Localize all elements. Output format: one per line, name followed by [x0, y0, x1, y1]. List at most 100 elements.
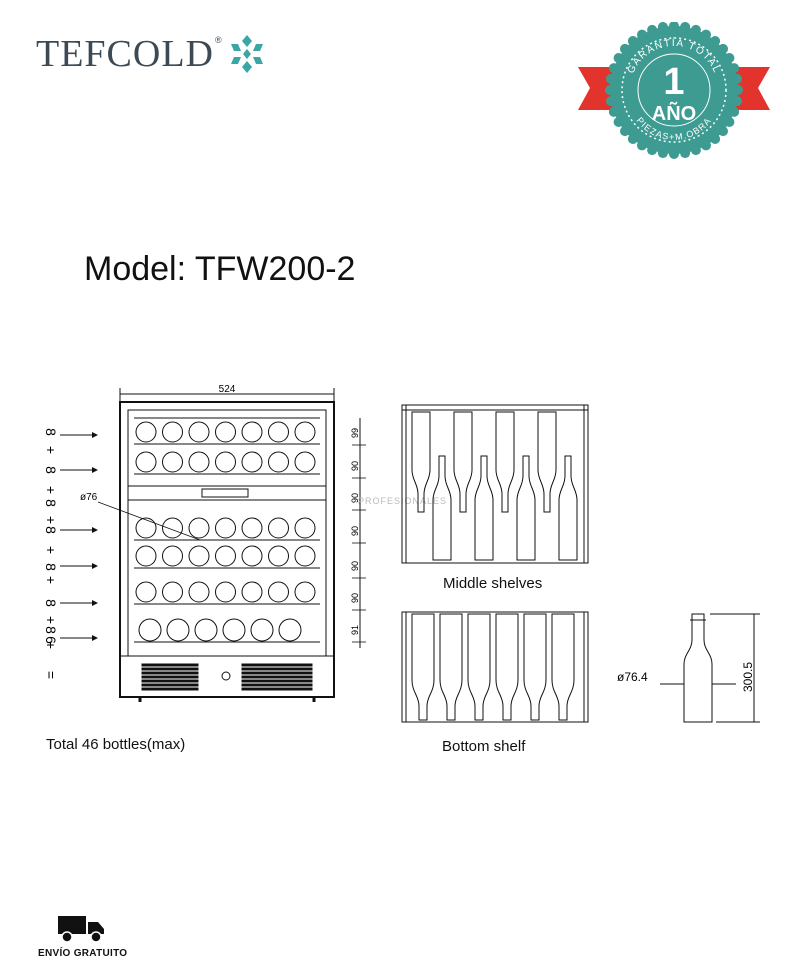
bottle-end — [215, 421, 236, 443]
bottle-diameter-label: ø76.4 — [617, 670, 648, 684]
shelf-height-label: 90 — [350, 493, 360, 503]
middle-shelves-caption: Middle shelves — [443, 575, 543, 592]
shelf-height-label: 91 — [350, 625, 360, 635]
bottle-end — [162, 581, 183, 603]
bottle-end — [188, 581, 210, 603]
row-formula-symbol: 6 — [43, 636, 59, 644]
bottle-end — [162, 421, 183, 443]
bottle-end — [215, 581, 236, 603]
row-formula-symbol: 8 — [43, 563, 59, 571]
bottle-end — [241, 451, 263, 473]
badge-number: 1 — [663, 61, 684, 103]
row-formula-symbol: + — [43, 641, 59, 649]
bottle-outline — [495, 613, 519, 721]
bottom-shelf-drawing — [401, 611, 589, 723]
model-title: Model: TFW200-2 — [84, 250, 356, 288]
shelf-height-label: 90 — [350, 561, 360, 571]
bottle-outline — [411, 411, 431, 513]
display-panel — [201, 488, 249, 498]
row-formula-symbol: + — [43, 576, 59, 584]
bottle-end — [250, 618, 274, 642]
bottle-end — [278, 618, 302, 642]
bottom-shelf-caption: Bottom shelf — [442, 738, 526, 755]
bottle-outline — [474, 455, 494, 561]
bottle-row — [134, 451, 320, 475]
bottle-end — [268, 545, 289, 567]
row-formula-symbol: + — [43, 546, 59, 554]
bottle-end — [241, 581, 263, 603]
bottle-end — [162, 451, 183, 473]
bottle-end — [135, 581, 157, 603]
total-bottles-label: Total 46 bottles(max) — [46, 736, 186, 753]
bottle-end — [215, 451, 236, 473]
bottle-outline — [558, 455, 578, 561]
diameter-label: ø76 — [80, 492, 98, 503]
bottle-outline — [411, 613, 435, 721]
bottle-end — [241, 421, 263, 443]
bottle-end — [138, 618, 162, 642]
free-shipping-label: ENVÍO GRATUITO — [38, 948, 128, 959]
row-formula-symbol: 8 — [43, 599, 59, 607]
bottle-outline — [551, 613, 575, 721]
bottle-end — [268, 581, 289, 603]
brand-logo: TEFCOLD ® — [36, 32, 268, 76]
bottle-row — [134, 421, 320, 445]
bottle-outline — [495, 411, 515, 513]
bottle-outline — [439, 613, 463, 721]
bottle-end — [166, 618, 190, 642]
shelf-height-label: 90 — [350, 461, 360, 471]
badge-unit: AÑO — [652, 102, 696, 125]
brand-name: TEFCOLD — [36, 33, 214, 75]
bottle-end — [294, 517, 316, 539]
truck-icon — [58, 916, 104, 943]
bottle-end — [135, 451, 157, 473]
row-formula-symbol: 8 — [43, 499, 59, 507]
bottle-end — [268, 421, 289, 443]
bottle-row — [134, 581, 320, 605]
bottle-height-label: 300.5 — [741, 662, 755, 692]
bottle-outline — [516, 455, 536, 561]
watermark: PROFESIONALES — [358, 496, 447, 506]
bottle-end — [241, 517, 263, 539]
bottle-end — [162, 545, 183, 567]
warranty-badge: GARANTÍA TOTAL PIEZAS+M.OBRA 1 AÑO — [578, 22, 770, 159]
bottle-outline — [432, 455, 452, 561]
bottle-end — [215, 545, 236, 567]
bottle-outline — [453, 411, 473, 513]
row-formula-symbol: 8 — [43, 526, 59, 534]
row-formula-symbol: = — [43, 671, 59, 679]
shelf-height-label: 99 — [350, 428, 360, 438]
bottle-end — [188, 517, 210, 539]
row-formula-symbol: + — [43, 516, 59, 524]
shelf-height-label: 90 — [350, 526, 360, 536]
bottle-row — [134, 618, 320, 643]
cabinet-base — [119, 655, 335, 698]
row-formula-symbol: + — [43, 446, 59, 454]
bottle-end — [135, 545, 157, 567]
bottle-end — [268, 451, 289, 473]
snowflake-icon — [230, 35, 263, 73]
brand-reg-mark: ® — [215, 35, 222, 45]
row-formula-symbol: 8 — [43, 626, 59, 634]
row-formula-symbol: + — [43, 486, 59, 494]
bottle-end — [162, 517, 183, 539]
bottle-end — [222, 618, 246, 642]
bottle-outline — [537, 411, 557, 513]
bottle-end — [188, 421, 210, 443]
row-formula-symbol: 8 — [43, 466, 59, 474]
bottle-end — [294, 421, 316, 443]
bottle-end — [135, 517, 157, 539]
bottle-outline — [467, 613, 491, 721]
bottle-end — [188, 451, 210, 473]
cabinet-outline — [119, 401, 335, 698]
bottle-end — [135, 421, 157, 443]
lock-icon — [221, 671, 231, 681]
bottle-end — [194, 618, 218, 642]
bottle-end — [241, 545, 263, 567]
bottle-drawing — [660, 613, 760, 723]
bottle-end — [188, 545, 210, 567]
badge-seal — [605, 22, 743, 159]
shelf-height-label: 90 — [350, 593, 360, 603]
row-formula-symbol: + — [43, 616, 59, 624]
